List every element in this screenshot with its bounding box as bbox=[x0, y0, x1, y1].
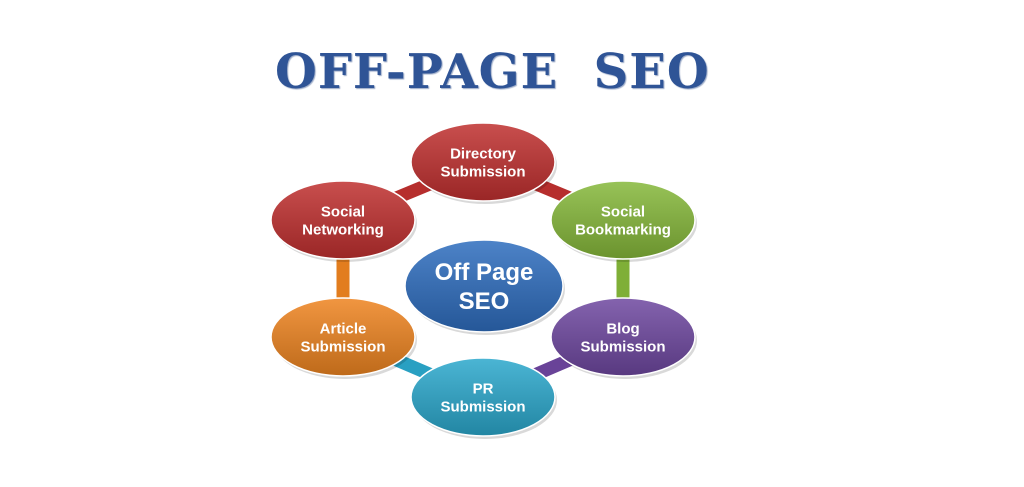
node-social-1-label-line1: Social bbox=[601, 203, 645, 220]
node-pr-3-label-line2: Submission bbox=[440, 398, 525, 415]
node-social-5-label-line2: Networking bbox=[302, 221, 384, 238]
node-article-4-label-line2: Submission bbox=[300, 338, 385, 355]
node-blog-2-label-line1: Blog bbox=[606, 320, 639, 337]
node-pr-3-shape bbox=[410, 357, 556, 437]
node-article-4-label-line1: Article bbox=[320, 320, 367, 337]
node-blog-2-shape bbox=[550, 297, 696, 377]
node-social-5-label-line1: Social bbox=[321, 203, 365, 220]
center-node-label-line1: Off Page bbox=[435, 259, 534, 286]
node-directory-0-label-line2: Submission bbox=[440, 163, 525, 180]
node-social-5-shape bbox=[270, 180, 416, 260]
node-directory-0-label-line1: Directory bbox=[450, 145, 517, 162]
node-social-1-shape bbox=[550, 180, 696, 260]
node-social-1-label-line2: Bookmarking bbox=[575, 221, 671, 238]
node-pr-3-label-line1: PR bbox=[473, 380, 494, 397]
center-node-shape bbox=[404, 239, 564, 333]
node-article-4-shape bbox=[270, 297, 416, 377]
node-blog-2-label-line2: Submission bbox=[580, 338, 665, 355]
node-directory-0-shape bbox=[410, 122, 556, 202]
center-node-label-line2: SEO bbox=[459, 288, 510, 315]
